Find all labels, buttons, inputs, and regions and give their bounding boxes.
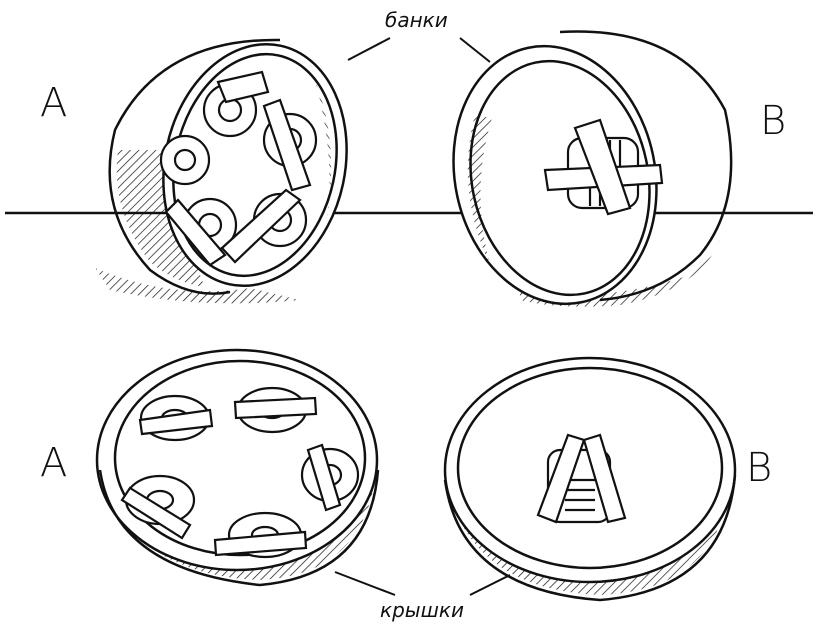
label-b-bottom: B xyxy=(746,445,772,491)
can-a xyxy=(95,27,368,303)
label-cans: банки xyxy=(385,8,448,32)
label-a-top: A xyxy=(40,80,67,126)
label-b-top: B xyxy=(760,98,786,144)
lid-b xyxy=(445,358,735,600)
lid-a xyxy=(97,350,378,585)
label-a-bottom: A xyxy=(40,440,67,486)
label-lids: крышки xyxy=(380,598,464,622)
can-b xyxy=(430,27,731,323)
